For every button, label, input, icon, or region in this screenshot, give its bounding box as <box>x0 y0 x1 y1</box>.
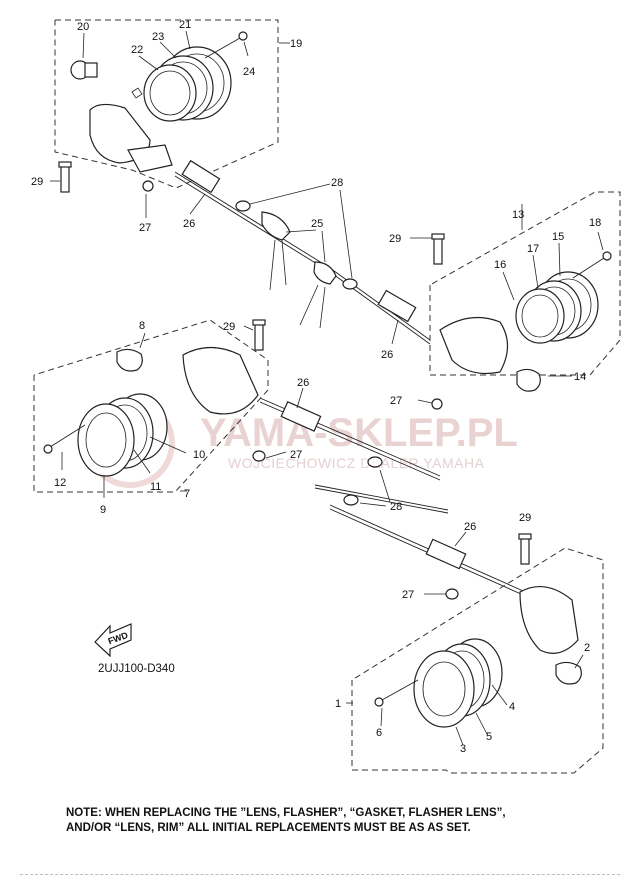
housing-left <box>182 346 259 415</box>
callout-29-c: 29 <box>223 321 235 333</box>
callout-22: 22 <box>131 44 143 56</box>
callout-20: 20 <box>77 21 89 33</box>
callout-10: 10 <box>193 449 205 461</box>
page-edge <box>20 874 620 877</box>
callout-27-c: 27 <box>290 449 302 461</box>
bolt-29-top <box>58 161 72 193</box>
callout-18: 18 <box>589 217 601 229</box>
bulb-20 <box>70 60 98 80</box>
watermark: YAMA-SKLEP.PL WOJCIECHOWICZ DEALER YAMAH… <box>85 398 518 488</box>
callout-15: 15 <box>552 231 564 243</box>
note-line-2: AND/OR “LENS, RIM” ALL INITIAL REPLACEME… <box>66 822 471 834</box>
callout-13: 13 <box>512 209 524 221</box>
grommet-27-left <box>252 450 266 462</box>
callout-27-a: 27 <box>139 222 151 234</box>
reference-code: 2UJJ100-D340 <box>98 663 175 675</box>
callout-17: 17 <box>527 243 539 255</box>
callout-26-a: 26 <box>183 218 195 230</box>
bulb-8 <box>116 348 143 372</box>
callout-24: 24 <box>243 66 255 78</box>
assembly-13 <box>417 191 621 410</box>
wire-harness-lower <box>259 387 532 600</box>
lens-rings-right <box>515 271 599 344</box>
replacement-note: NOTE: WHEN REPLACING THE ”LENS, FLASHER”… <box>66 806 586 836</box>
housing-top-left <box>89 103 173 173</box>
callout-29-d: 29 <box>519 512 531 524</box>
callout-1: 1 <box>335 698 341 710</box>
callout-29-a: 29 <box>31 176 43 188</box>
bulb-14 <box>516 368 541 392</box>
lens-rings-top-left <box>143 46 232 122</box>
assembly-19 <box>50 19 290 218</box>
grommet-27-right <box>431 398 443 410</box>
callout-3: 3 <box>460 743 466 755</box>
bulb-2 <box>555 661 582 685</box>
note-line-1: NOTE: WHEN REPLACING THE ”LENS, FLASHER”… <box>66 807 506 819</box>
callout-28-b: 28 <box>390 501 402 513</box>
housing-right <box>439 316 509 375</box>
housing-bottom-right <box>519 585 579 654</box>
grommet-27-top <box>142 180 154 192</box>
callout-14: 14 <box>574 371 586 383</box>
assembly-1 <box>346 547 604 774</box>
callout-9: 9 <box>100 504 106 516</box>
callout-11: 11 <box>150 481 161 493</box>
wire-harness <box>174 159 445 345</box>
callout-28-a: 28 <box>331 177 343 189</box>
callout-6: 6 <box>376 727 382 739</box>
callout-27-b: 27 <box>390 395 402 407</box>
lens-rings-left <box>77 393 168 477</box>
callout-23: 23 <box>152 31 164 43</box>
callout-7: 7 <box>184 488 190 500</box>
callout-27-d: 27 <box>402 589 414 601</box>
callout-4: 4 <box>509 701 515 713</box>
watermark-subtitle: WOJCIECHOWICZ DEALER YAMAHA <box>228 455 485 471</box>
callout-21: 21 <box>179 19 191 31</box>
assembly-7 <box>33 319 287 498</box>
fwd-arrow-icon: FWD <box>94 623 132 658</box>
callout-5: 5 <box>486 731 492 743</box>
callout-26-b: 26 <box>381 349 393 361</box>
callout-19: 19 <box>290 38 302 50</box>
lens-rings-bottom-right <box>413 638 503 728</box>
watermark-brand: YAMA-SKLEP.PL <box>200 411 518 455</box>
screw-24 <box>204 31 248 59</box>
callout-25: 25 <box>311 218 323 230</box>
callout-2: 2 <box>584 642 590 654</box>
callouts: 20 21 23 22 24 19 29 27 26 28 25 13 18 2… <box>31 19 601 755</box>
callout-26-d: 26 <box>464 521 476 533</box>
callout-16: 16 <box>494 259 506 271</box>
callout-29-b: 29 <box>389 233 401 245</box>
callout-12: 12 <box>54 477 66 489</box>
callout-26-c: 26 <box>297 377 309 389</box>
callout-8: 8 <box>139 320 145 332</box>
